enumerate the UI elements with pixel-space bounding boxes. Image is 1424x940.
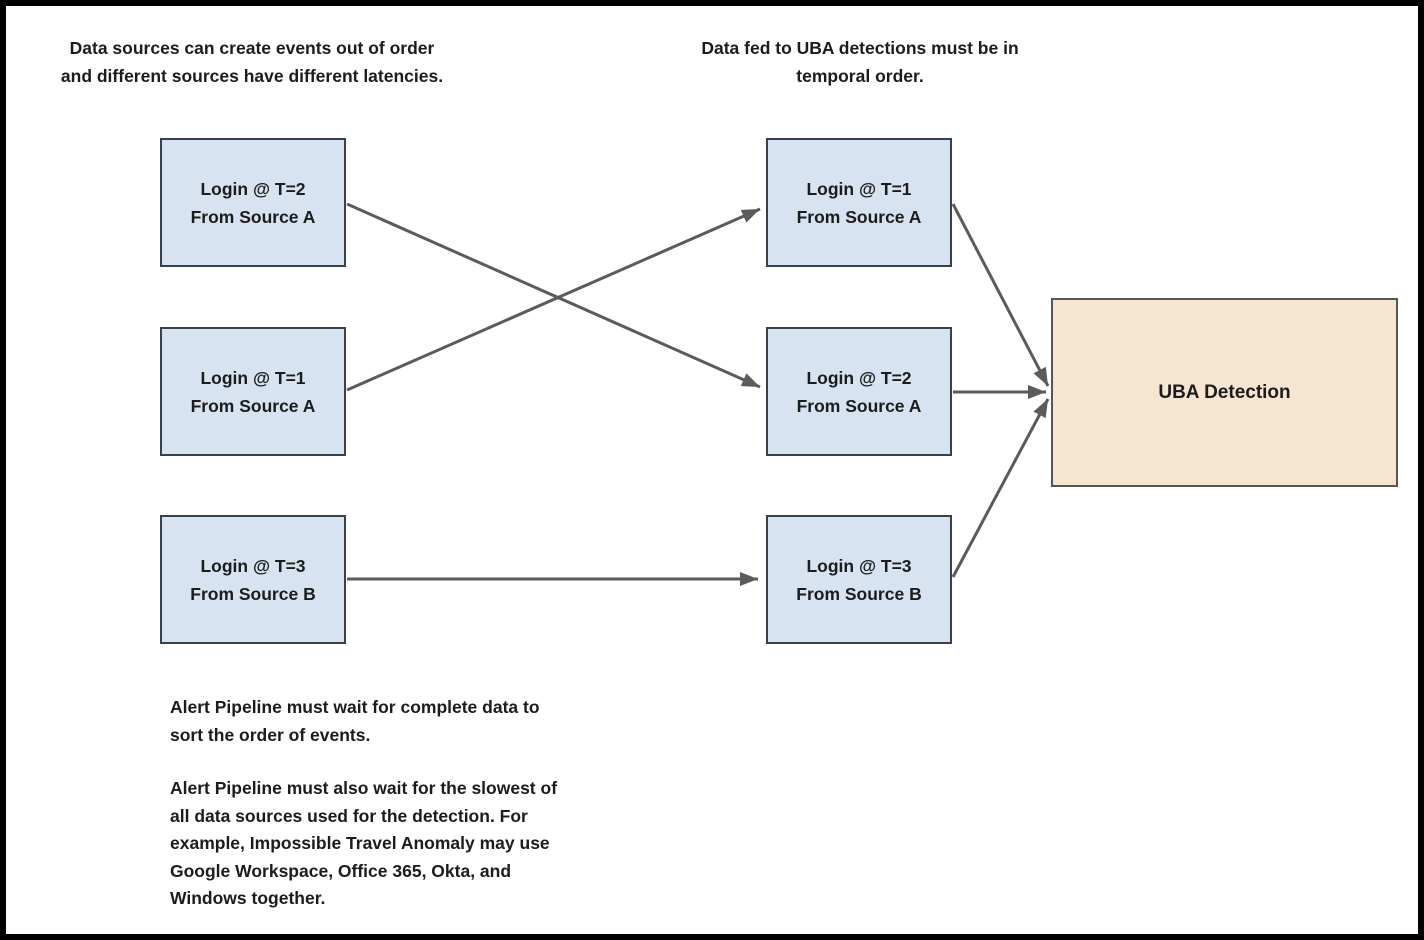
caption-line: and different sources have different lat… — [60, 66, 444, 86]
event-box-line: From Source A — [190, 206, 316, 227]
notes-line: Google Workspace, Office 365, Okta, and — [170, 860, 512, 881]
notes-line: Alert Pipeline must also wait for the sl… — [170, 778, 558, 798]
uba-detection-label: UBA Detection — [1158, 381, 1291, 403]
event-box-line: From Source A — [796, 206, 922, 227]
caption-out-of-order: Data sources can create events out of or… — [22, 34, 482, 90]
arrow-left-t1-to-middle-t1 — [346, 207, 761, 392]
event-box-line: Login @ T=3 — [200, 555, 306, 576]
arrow-middle-t3-to-detection — [951, 398, 1050, 578]
event-box-sorted-login-t1-a: Login @ T=1 From Source A — [766, 138, 952, 267]
notes-line: example, Impossible Travel Anomaly may u… — [170, 833, 550, 853]
notes-line: Windows together. — [170, 888, 326, 908]
notes-paragraph-2: Alert Pipeline must also wait for the sl… — [170, 775, 670, 913]
notes-line: Alert Pipeline must wait for complete da… — [170, 697, 540, 717]
notes-line: sort the order of events. — [170, 724, 371, 745]
event-box-sorted-login-t3-b: Login @ T=3 From Source B — [766, 515, 952, 644]
alert-pipeline-notes: Alert Pipeline must wait for complete da… — [170, 694, 670, 913]
event-box-sorted-login-t2-a: Login @ T=2 From Source A — [766, 327, 952, 456]
notes-line: all data sources used for the detection.… — [170, 805, 528, 826]
uba-detection-box: UBA Detection — [1051, 298, 1398, 487]
arrow-left-t2-to-middle-t2 — [346, 202, 761, 389]
event-box-line: Login @ T=1 — [200, 367, 306, 388]
event-box-line: From Source B — [190, 583, 316, 604]
event-box-source-login-t2-a: Login @ T=2 From Source A — [160, 138, 346, 267]
caption-line: Data sources can create events out of or… — [69, 38, 435, 58]
event-box-line: Login @ T=3 — [806, 555, 912, 576]
caption-line: Data fed to UBA detections must be in — [701, 38, 1019, 58]
event-box-line: Login @ T=2 — [200, 178, 306, 199]
event-box-line: From Source A — [796, 395, 922, 416]
event-box-line: Login @ T=2 — [806, 367, 912, 388]
arrow-middle-t1-to-detection — [951, 203, 1050, 387]
event-box-line: From Source B — [796, 583, 922, 604]
event-box-source-login-t1-a: Login @ T=1 From Source A — [160, 327, 346, 456]
event-box-line: From Source A — [190, 395, 316, 416]
caption-temporal-order: Data fed to UBA detections must be in te… — [660, 34, 1060, 90]
event-box-line: Login @ T=1 — [806, 178, 912, 199]
event-box-source-login-t3-b: Login @ T=3 From Source B — [160, 515, 346, 644]
caption-line: temporal order. — [796, 66, 924, 86]
notes-paragraph-1: Alert Pipeline must wait for complete da… — [170, 694, 670, 749]
